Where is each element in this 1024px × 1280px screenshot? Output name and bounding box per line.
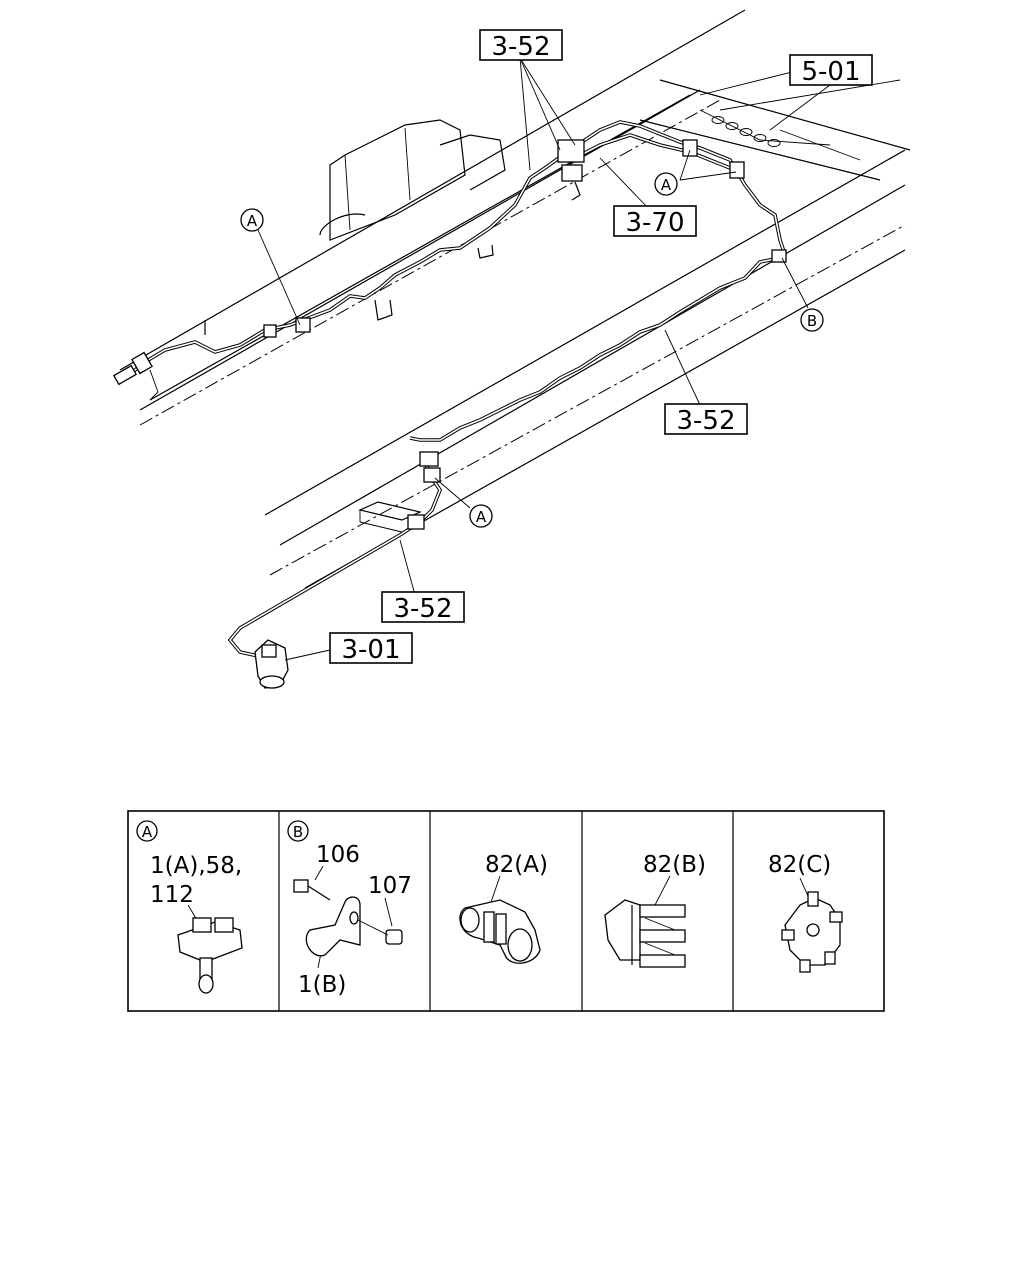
bracket-1b-drawing: [293, 879, 403, 957]
callout-label: 3-52: [393, 594, 452, 624]
marker-a-left[interactable]: A: [240, 208, 264, 232]
marker-label: A: [142, 823, 153, 841]
detail-cell-a: A 1(A),58, 112: [136, 820, 243, 994]
clip-82c-drawing: [781, 891, 843, 973]
bolt-part-number: 106: [316, 842, 360, 868]
marker-label: B: [807, 312, 817, 330]
frame-structure: [119, 9, 911, 589]
marker-a-right[interactable]: A: [654, 172, 678, 196]
marker-label: A: [661, 176, 672, 194]
callout-3-52-right[interactable]: 3-52: [664, 403, 748, 436]
leader-lines: [257, 57, 831, 661]
clip-1a-drawing: [177, 917, 243, 994]
detail-cell-c: 82(A): [459, 852, 548, 964]
callout-label: 3-52: [676, 406, 735, 436]
callout-label: 3-70: [625, 208, 684, 238]
callout-label: 3-52: [491, 32, 550, 62]
bracket-part-number: 1(B): [298, 972, 346, 998]
clip-82c-label: 82(C): [768, 852, 831, 878]
clip-82a-drawing: [459, 899, 541, 964]
callout-label: 3-01: [341, 635, 400, 665]
brake-pipes: [123, 120, 787, 658]
clip-82a-label: 82(A): [485, 852, 548, 878]
callout-5-01[interactable]: 5-01: [789, 54, 873, 87]
detail-table: A 1(A),58, 112 B 106 107 1(B): [127, 810, 885, 1012]
callout-label: 5-01: [801, 57, 860, 87]
marker-label: B: [293, 823, 303, 841]
hose-end-fitting: [254, 639, 289, 689]
part-numbers-line2: 112: [150, 882, 194, 908]
detail-cell-e: 82(C): [768, 852, 843, 973]
callout-3-52-top[interactable]: 3-52: [479, 29, 563, 62]
marker-label: A: [247, 212, 258, 230]
nut-part-number: 107: [368, 873, 412, 899]
detail-cell-b: B 106 107 1(B): [287, 820, 412, 998]
marker-label: A: [476, 508, 487, 526]
clip-82b-label: 82(B): [643, 852, 706, 878]
clip-82b-drawing: [604, 899, 686, 968]
cross-member-holes: [711, 116, 781, 147]
marker-a-lower[interactable]: A: [469, 504, 493, 528]
detail-marker-a: A: [136, 820, 158, 842]
pipe-fittings: [112, 139, 787, 530]
callout-3-70[interactable]: 3-70: [613, 205, 697, 238]
marker-b[interactable]: B: [800, 308, 824, 332]
callout-3-52-bottom[interactable]: 3-52: [381, 591, 465, 624]
detail-marker-b: B: [287, 820, 309, 842]
callout-3-01[interactable]: 3-01: [329, 632, 413, 665]
part-numbers-line1: 1(A),58,: [150, 853, 242, 879]
detail-cell-d: 82(B): [604, 852, 706, 968]
